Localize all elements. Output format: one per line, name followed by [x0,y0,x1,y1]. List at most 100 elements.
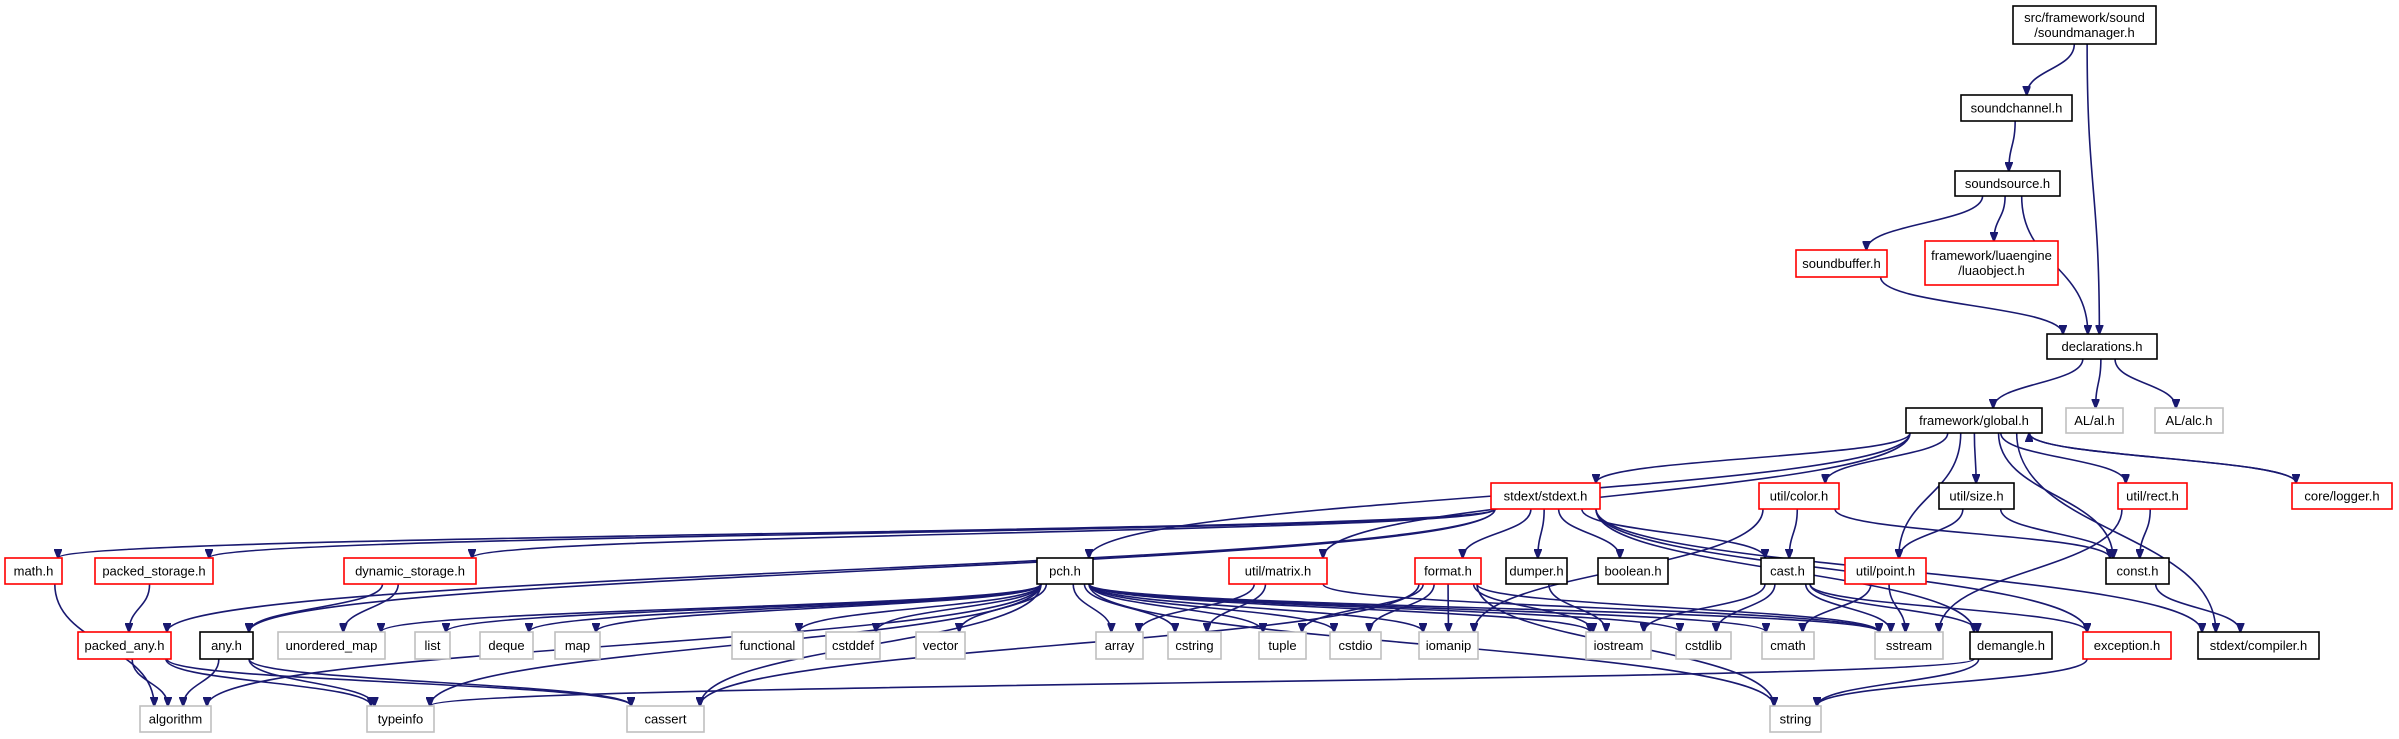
node-label-packed_storage: packed_storage.h [102,564,205,579]
node-box-luaobject[interactable] [1924,240,2059,286]
node-exception[interactable]: exception.h [2082,631,2172,660]
node-soundbuffer[interactable]: soundbuffer.h [1795,249,1888,278]
edge-demangle-to-string [1817,658,1980,706]
node-point[interactable]: util/point.h [1844,557,1927,585]
node-packed_any[interactable]: packed_any.h [77,631,172,660]
node-tuple: tuple [1258,631,1307,660]
edge-packed_any-to-algorithm [131,658,168,706]
node-box-const[interactable] [2105,557,2170,585]
node-box-dynamic_storage[interactable] [343,557,477,585]
node-soundchannel[interactable]: soundchannel.h [1960,94,2073,122]
node-soundsource[interactable]: soundsource.h [1954,170,2061,197]
node-box-deque [479,631,534,660]
node-box-declarations[interactable] [2046,333,2158,360]
node-box-cstdio [1329,631,1382,660]
node-box-rect[interactable] [2117,482,2188,510]
node-global[interactable]: framework/global.h [1905,407,2043,434]
node-box-soundbuffer[interactable] [1795,249,1888,278]
edge-pch-to-list [446,583,1042,632]
node-cstdlib: cstdlib [1675,631,1732,660]
node-box-size[interactable] [1938,482,2015,510]
node-box-any[interactable] [199,631,254,660]
edge-soundmanager-to-declarations [2086,43,2099,334]
node-box-map [554,631,601,660]
node-dumper[interactable]: dumper.h [1505,557,1568,585]
edge-cast-to-exception [1809,583,2087,632]
node-rect[interactable]: util/rect.h [2117,482,2188,510]
node-any[interactable]: any.h [199,631,254,660]
node-box-logger[interactable] [2291,482,2393,510]
node-compiler[interactable]: stdext/compiler.h [2197,631,2320,660]
edge-global-to-compiler [2015,432,2216,632]
node-label-boolean: boolean.h [1604,564,1661,579]
node-label-cstdlib: cstdlib [1685,638,1722,653]
node-label-any: any.h [211,638,242,653]
node-boolean[interactable]: boolean.h [1597,557,1669,585]
edge-stdext-to-packed_any [167,508,1496,632]
edge-pch-to-unordered_map [381,583,1042,632]
node-functional: functional [731,631,804,660]
nodes-layer: src/framework/sound/soundmanager.hsoundc… [4,5,2393,733]
node-packed_storage[interactable]: packed_storage.h [94,557,214,585]
node-label-typeinfo: typeinfo [378,712,424,727]
node-box-packed_storage[interactable] [94,557,214,585]
node-math[interactable]: math.h [4,557,63,585]
node-format[interactable]: format.h [1414,557,1482,585]
edge-pch-to-cmath [1088,583,1766,632]
node-label-rect: util/rect.h [2126,489,2179,504]
node-box-iostream [1585,631,1652,660]
edge-cast-to-cstdlib [1716,583,1776,632]
edge-demangle-to-typeinfo [430,658,1975,706]
node-logger[interactable]: core/logger.h [2291,482,2393,510]
node-box-stdext[interactable] [1490,482,1601,510]
node-label-exception: exception.h [2094,638,2161,653]
node-declarations[interactable]: declarations.h [2046,333,2158,360]
edge-dynamic_storage-to-any [249,583,384,632]
node-box-color[interactable] [1758,482,1840,510]
edge-matrix-to-sstream [1322,583,1879,632]
edge-dynamic_storage-to-unordered_map [343,583,400,632]
node-label-soundbuffer: soundbuffer.h [1802,256,1881,271]
node-size[interactable]: util/size.h [1938,482,2015,510]
node-box-cast[interactable] [1760,557,1815,585]
node-dynamic_storage[interactable]: dynamic_storage.h [343,557,477,585]
edge-stdext-to-packed_storage [209,508,1496,558]
node-luaobject[interactable]: framework/luaengine/luaobject.h [1924,240,2059,286]
node-label-string: string [1780,712,1812,727]
node-box-soundsource[interactable] [1954,170,2061,197]
node-demangle[interactable]: demangle.h [1969,631,2053,660]
node-box-soundchannel[interactable] [1960,94,2073,122]
node-pch[interactable]: pch.h [1036,557,1094,585]
node-label-al: AL/al.h [2074,413,2114,428]
node-label-global: framework/global.h [1919,413,2029,428]
node-box-cstdlib [1675,631,1732,660]
edge-cast-to-iostream [1644,583,1766,632]
node-box-dumper[interactable] [1505,557,1568,585]
node-box-boolean[interactable] [1597,557,1669,585]
node-box-matrix[interactable] [1228,557,1328,585]
node-box-demangle[interactable] [1969,631,2053,660]
node-cstring: cstring [1167,631,1222,660]
node-label-logger: core/logger.h [2304,489,2379,504]
node-box-packed_any[interactable] [77,631,172,660]
edge-packed_any-to-typeinfo [165,658,371,706]
node-box-compiler[interactable] [2197,631,2320,660]
node-box-pch[interactable] [1036,557,1094,585]
edges-layer [55,43,2296,706]
node-stdext[interactable]: stdext/stdext.h [1490,482,1601,510]
node-cast[interactable]: cast.h [1760,557,1815,585]
node-label-iostream: iostream [1594,638,1644,653]
node-matrix[interactable]: util/matrix.h [1228,557,1328,585]
node-box-format[interactable] [1414,557,1482,585]
node-const[interactable]: const.h [2105,557,2170,585]
node-box-point[interactable] [1844,557,1927,585]
edge-declarations-to-al [2096,358,2102,408]
edge-stdext-to-cast [1581,508,1765,558]
node-color[interactable]: util/color.h [1758,482,1840,510]
node-label-alc: AL/alc.h [2166,413,2213,428]
node-box-global[interactable] [1905,407,2043,434]
edge-any-to-algorithm [183,658,220,706]
node-box-math[interactable] [4,557,63,585]
edge-color-to-const [1834,508,2110,558]
node-box-exception[interactable] [2082,631,2172,660]
